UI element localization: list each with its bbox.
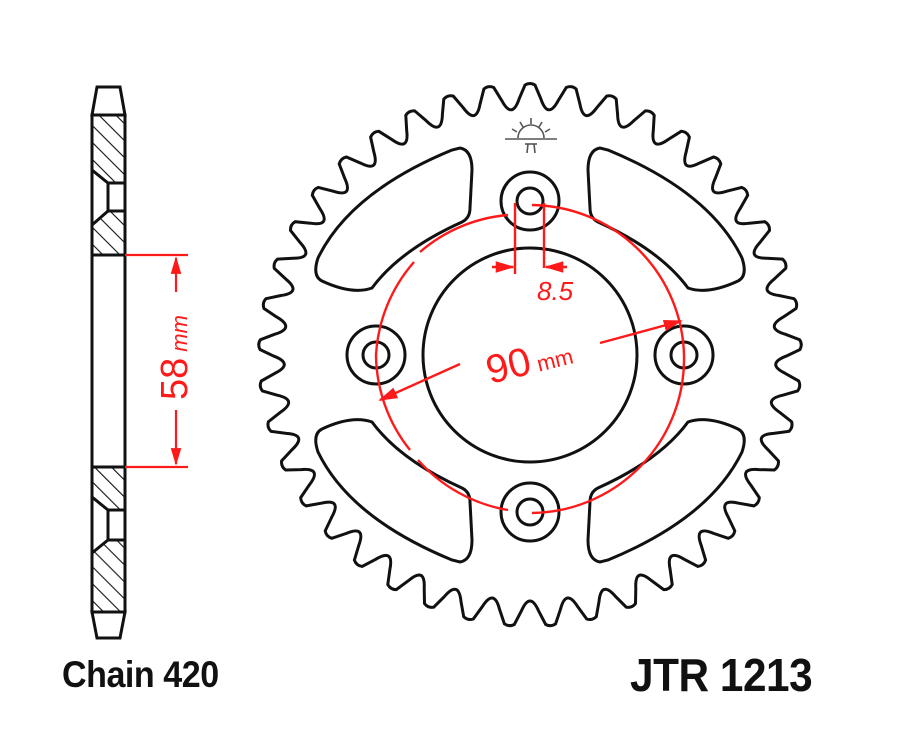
center-bore-value: 58mm — [154, 315, 196, 400]
side-profile-upper-hatch — [90, 113, 127, 185]
bolt-hole-value: 8.5 — [537, 276, 574, 306]
side-profile-top-tooth — [90, 85, 127, 117]
sprocket-front-view: 90mm 8.5 — [257, 82, 803, 628]
cutout-top-right — [586, 146, 746, 292]
bolt-holes — [345, 170, 715, 543]
side-profile — [90, 85, 127, 640]
side-profile-bottom-tooth — [90, 610, 127, 640]
pcd-value: 90mm — [482, 329, 577, 393]
center-bore-dimension — [125, 253, 188, 469]
bolt-hole-dimension — [492, 203, 567, 274]
cutout-top-left — [314, 146, 474, 292]
sun-logo-icon — [505, 118, 557, 154]
side-profile-upper-hatch-2 — [90, 209, 127, 257]
side-profile-lower-hatch-2 — [90, 538, 127, 614]
sprocket-teeth-outline — [257, 82, 803, 628]
pcd-dimension — [374, 203, 686, 515]
bolt-hole-top — [499, 170, 561, 232]
side-profile-upper-recess — [106, 181, 127, 213]
chain-size-label: Chain 420 — [62, 654, 219, 695]
side-profile-lower-hatch — [90, 465, 127, 512]
cutout-bottom-left — [314, 418, 474, 564]
part-number-label: JTR 1213 — [630, 649, 813, 701]
side-profile-lower-recess — [106, 508, 127, 542]
center-hole — [421, 246, 639, 464]
